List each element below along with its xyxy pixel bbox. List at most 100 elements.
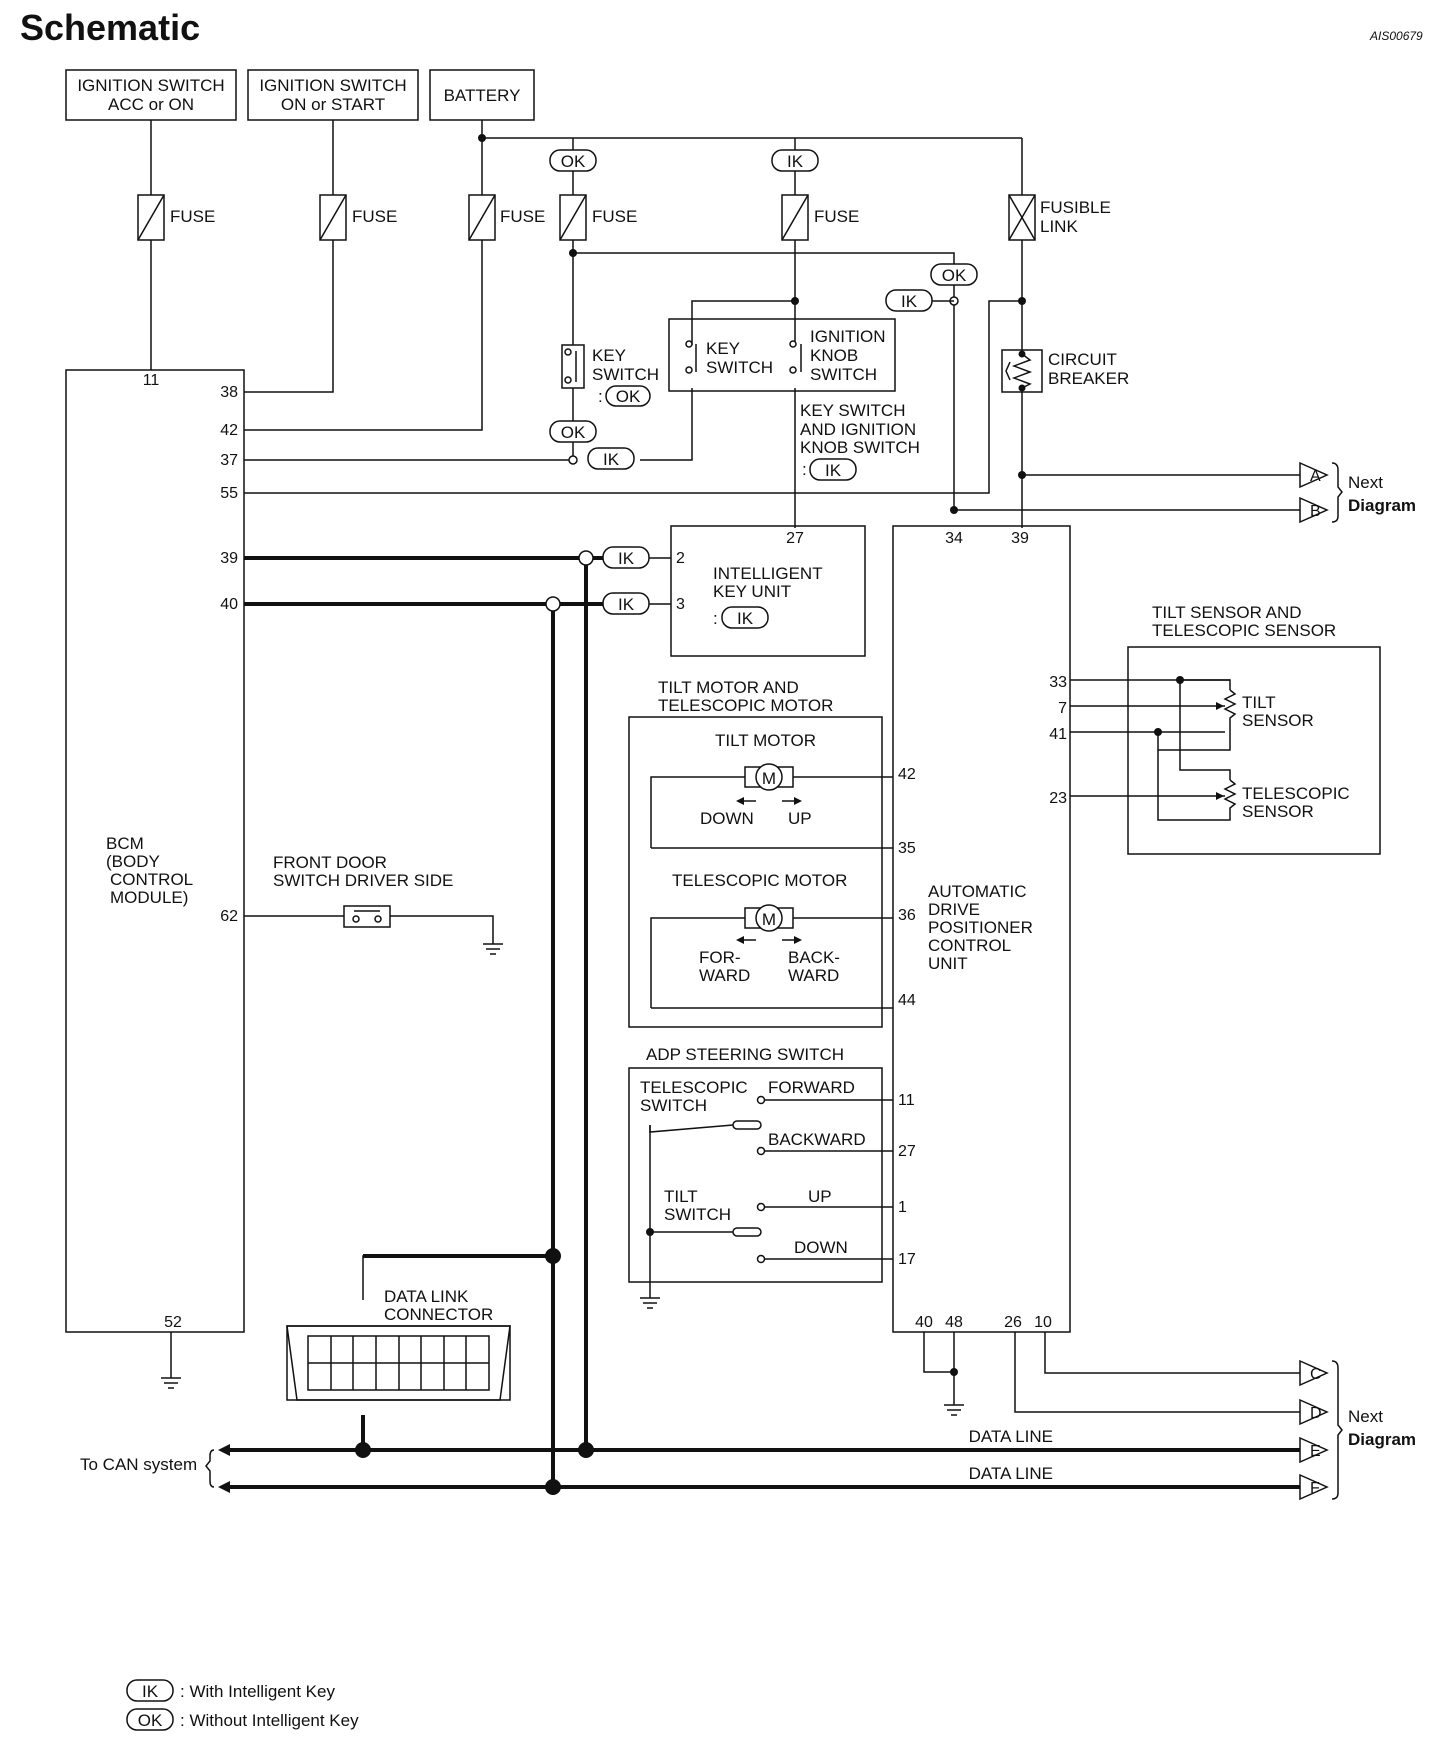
svg-text:ADP STEERING SWITCH: ADP STEERING SWITCH <box>646 1045 844 1064</box>
svg-text:TILT MOTOR AND: TILT MOTOR AND <box>658 678 799 697</box>
tag-ok-fuse: OK <box>549 149 597 172</box>
svg-text:2: 2 <box>676 550 685 567</box>
svg-text:OK: OK <box>942 266 967 285</box>
svg-text:WARD: WARD <box>788 966 839 985</box>
power-wiring <box>150 120 1300 528</box>
svg-text:39: 39 <box>1011 530 1029 547</box>
svg-text:34: 34 <box>945 530 963 547</box>
svg-text:AUTOMATIC: AUTOMATIC <box>928 882 1027 901</box>
svg-text:IK: IK <box>825 461 842 480</box>
svg-text:DATA LINK: DATA LINK <box>384 1287 469 1306</box>
intelligent-key-unit: 2 3 27 INTELLIGENT KEY UNIT : IK <box>670 525 866 657</box>
svg-text:1: 1 <box>898 1199 907 1216</box>
svg-text:WARD: WARD <box>699 966 750 985</box>
svg-text:55: 55 <box>220 485 238 502</box>
key-switch-ok: KEY SWITCH : OK <box>561 344 659 407</box>
svg-text:POSITIONER: POSITIONER <box>928 918 1033 937</box>
to-can-system: To CAN system <box>80 1449 215 1488</box>
fusible-link: FUSIBLE LINK <box>1008 194 1111 241</box>
svg-text:DOWN: DOWN <box>794 1238 848 1257</box>
svg-text:KNOB SWITCH: KNOB SWITCH <box>800 438 920 457</box>
connector-a: A <box>1299 461 1329 489</box>
tag-ik-upper: IK <box>885 289 933 312</box>
connector-d: D <box>1299 1398 1329 1426</box>
ignition-on-box: IGNITION SWITCH ON or START <box>247 69 419 121</box>
svg-text:DRIVE: DRIVE <box>928 900 980 919</box>
can-wiring <box>218 550 1300 1495</box>
svg-text:FUSE: FUSE <box>500 207 545 226</box>
svg-text:MODULE): MODULE) <box>110 888 188 907</box>
svg-text:BATTERY: BATTERY <box>444 86 521 105</box>
svg-text:TELESCOPIC MOTOR: TELESCOPIC MOTOR <box>658 696 833 715</box>
battery-box: BATTERY <box>429 69 535 121</box>
svg-text:11: 11 <box>898 1092 915 1109</box>
svg-text:27: 27 <box>786 530 804 547</box>
svg-text:17: 17 <box>898 1251 916 1268</box>
svg-text:KEY SWITCH: KEY SWITCH <box>800 401 905 420</box>
svg-text:Diagram: Diagram <box>1348 1430 1416 1449</box>
svg-text:IK: IK <box>901 292 918 311</box>
svg-text:IGNITION SWITCH: IGNITION SWITCH <box>77 76 224 95</box>
svg-text:IK: IK <box>142 1682 159 1701</box>
svg-text:FOR-: FOR- <box>699 948 741 967</box>
svg-text:C: C <box>1310 1366 1322 1383</box>
fuse-battery: FUSE <box>468 194 545 241</box>
svg-text:SWITCH: SWITCH <box>664 1205 731 1224</box>
svg-text:SWITCH: SWITCH <box>640 1096 707 1115</box>
svg-text:SWITCH: SWITCH <box>810 365 877 384</box>
svg-text:KEY UNIT: KEY UNIT <box>713 582 791 601</box>
svg-text:TELESCOPIC MOTOR: TELESCOPIC MOTOR <box>672 871 847 890</box>
svg-text:IK: IK <box>603 450 620 469</box>
svg-text:BACKWARD: BACKWARD <box>768 1130 866 1149</box>
adp-control-unit: AUTOMATIC DRIVE POSITIONER CONTROL UNIT … <box>892 525 1071 1333</box>
connector-e: E <box>1299 1436 1329 1464</box>
svg-text:BREAKER: BREAKER <box>1048 369 1129 388</box>
figure-code: AIS00679 <box>1369 29 1423 43</box>
connector-f: F <box>1299 1473 1329 1501</box>
svg-text:FRONT DOOR: FRONT DOOR <box>273 853 387 872</box>
svg-text:LINK: LINK <box>1040 217 1078 236</box>
svg-text:CIRCUIT: CIRCUIT <box>1048 350 1117 369</box>
page-title: Schematic <box>20 7 200 48</box>
svg-text:35: 35 <box>898 840 916 857</box>
fuse-ik: FUSE <box>781 194 859 241</box>
svg-text:SWITCH DRIVER SIDE: SWITCH DRIVER SIDE <box>273 871 453 890</box>
svg-text:33: 33 <box>1049 674 1067 691</box>
svg-text:3: 3 <box>676 596 685 613</box>
svg-text:OK: OK <box>616 387 641 406</box>
fuse-acc: FUSE <box>137 194 215 241</box>
tag-ik-pin37: IK <box>587 447 635 470</box>
bcm-ground <box>161 1332 181 1389</box>
svg-text:40: 40 <box>220 596 238 613</box>
fuse-on: FUSE <box>319 194 397 241</box>
legend-ok: OK : Without Intelligent Key <box>126 1708 359 1731</box>
data-link-connector: DATA LINK CONNECTOR <box>286 1287 511 1401</box>
svg-text:AND IGNITION: AND IGNITION <box>800 420 916 439</box>
tag-ik-39: IK <box>602 546 650 569</box>
svg-text:42: 42 <box>898 766 916 783</box>
svg-text:DOWN: DOWN <box>700 809 754 828</box>
svg-text:FUSE: FUSE <box>592 207 637 226</box>
svg-text:7: 7 <box>1058 700 1067 717</box>
adp-steering-switch: ADP STEERING SWITCH TELESCOPIC SWITCH FO… <box>628 1045 893 1309</box>
sensors-box: TILT SENSOR AND TELESCOPIC SENSOR TILT S… <box>1070 603 1381 855</box>
bcm-box: BCM (BODY CONTROL MODULE) 11 38 42 37 55… <box>65 369 245 1333</box>
svg-text:FUSE: FUSE <box>170 207 215 226</box>
svg-text:Next: Next <box>1348 1407 1383 1426</box>
circuit-breaker: CIRCUIT BREAKER <box>1001 349 1129 393</box>
svg-text:: Without Intelligent Key: : Without Intelligent Key <box>180 1711 359 1730</box>
svg-text:42: 42 <box>220 422 238 439</box>
svg-text:INTELLIGENT: INTELLIGENT <box>713 564 823 583</box>
svg-text:SWITCH: SWITCH <box>592 365 659 384</box>
svg-text:IGNITION SWITCH: IGNITION SWITCH <box>259 76 406 95</box>
svg-text::: : <box>802 460 807 479</box>
svg-text::: : <box>598 387 603 406</box>
fuse-ok: FUSE <box>559 194 637 241</box>
svg-text:M: M <box>762 910 776 929</box>
svg-text:KEY: KEY <box>706 339 740 358</box>
svg-text:26: 26 <box>1004 1314 1022 1331</box>
svg-text:FUSE: FUSE <box>814 207 859 226</box>
motors-box: TILT MOTOR AND TELESCOPIC MOTOR TILT MOT… <box>628 678 893 1028</box>
connector-c: C <box>1299 1359 1329 1387</box>
